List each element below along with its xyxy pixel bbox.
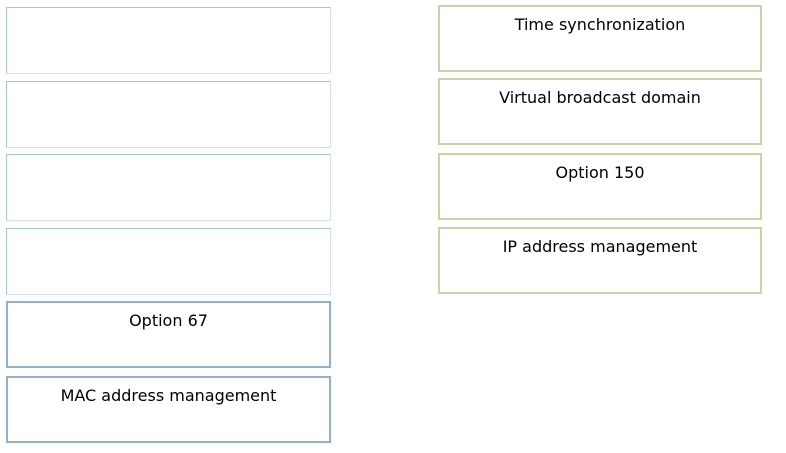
drop-target-slot-3[interactable] [6, 154, 331, 221]
answer-label: MAC address management [60, 386, 277, 405]
answer-virtual-broadcast-domain[interactable]: Virtual broadcast domain [438, 78, 762, 145]
answer-option-150[interactable]: Option 150 [438, 153, 762, 220]
answer-option-67[interactable]: Option 67 [6, 301, 331, 368]
drop-target-slot-2[interactable] [6, 81, 331, 148]
answer-label: Option 67 [129, 311, 208, 330]
answer-label: Time synchronization [514, 15, 686, 34]
answer-mac-address-management[interactable]: MAC address management [6, 376, 331, 443]
drop-target-slot-1[interactable] [6, 7, 331, 74]
answer-label: IP address management [502, 237, 698, 256]
drop-target-slot-4[interactable] [6, 228, 331, 295]
answer-label: Virtual broadcast domain [499, 88, 701, 107]
answer-label: Option 150 [555, 163, 645, 182]
answer-ip-address-management[interactable]: IP address management [438, 227, 762, 294]
answer-time-synchronization[interactable]: Time synchronization [438, 5, 762, 72]
